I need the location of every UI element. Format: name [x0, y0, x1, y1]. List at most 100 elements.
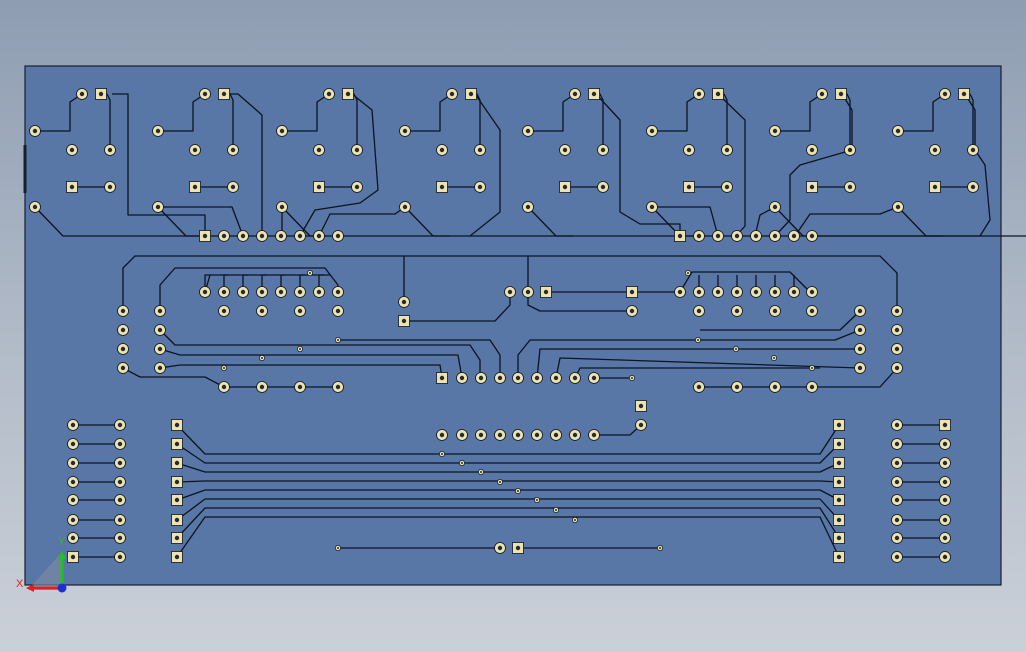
pad-drill [221, 289, 227, 295]
pad-drill [894, 365, 900, 371]
pad-drill [155, 204, 161, 210]
pad-drill [715, 91, 721, 97]
pad-drill [638, 403, 644, 409]
via-drill [811, 367, 813, 369]
pad-drill [696, 91, 702, 97]
pad-drill [970, 184, 976, 190]
pad-drill [117, 422, 123, 428]
pad-drill [478, 432, 484, 438]
pad-drill [715, 233, 721, 239]
pad-drill [894, 308, 900, 314]
pad-drill [497, 545, 503, 551]
pad-drill [202, 289, 208, 295]
via-drill [536, 499, 538, 501]
pad-drill [117, 517, 123, 523]
pad-drill [297, 308, 303, 314]
trace [775, 93, 823, 132]
pad-drill [326, 91, 332, 97]
pad-drill [221, 308, 227, 314]
pad-drill [70, 497, 76, 503]
pad-drill [591, 91, 597, 97]
pad-drill [157, 365, 163, 371]
pad-drill [117, 554, 123, 560]
pad-drill [677, 289, 683, 295]
pad-drill [734, 308, 740, 314]
pad-drill [942, 479, 948, 485]
pad-drill [894, 535, 900, 541]
trace [699, 367, 898, 388]
pad-drill [942, 517, 948, 523]
pad-drill [402, 204, 408, 210]
trace [595, 93, 681, 236]
pad-drill [686, 184, 692, 190]
pad-drill [734, 233, 740, 239]
pad-drill [591, 375, 597, 381]
pad-drill [791, 289, 797, 295]
pad-drill [894, 554, 900, 560]
pad-drill [259, 233, 265, 239]
trace [774, 93, 853, 237]
pad-drill [847, 184, 853, 190]
pad-drill [70, 422, 76, 428]
pad-drill [562, 147, 568, 153]
pad-drill [942, 441, 948, 447]
trace [204, 274, 330, 293]
trace [536, 348, 860, 379]
pad-drill [819, 91, 825, 97]
via-drill [261, 357, 263, 359]
trace [112, 93, 206, 236]
pad-drill [297, 289, 303, 295]
pad-drill [70, 479, 76, 485]
pad-drill [894, 460, 900, 466]
via-drill [555, 509, 557, 511]
pad-drill [809, 308, 815, 314]
pad-drill [525, 289, 531, 295]
pad-drill [297, 384, 303, 390]
trace [528, 93, 576, 132]
pad-drill [69, 184, 75, 190]
pad-drill [772, 289, 778, 295]
pad-drill [772, 308, 778, 314]
pad-drill [120, 365, 126, 371]
trace [122, 255, 898, 310]
pad-drill [724, 147, 730, 153]
trace [404, 292, 511, 322]
pad-drill [497, 432, 503, 438]
pad-drill [477, 184, 483, 190]
trace [158, 93, 206, 132]
via-drill [480, 471, 482, 473]
pad-drill [838, 91, 844, 97]
trace [158, 206, 244, 237]
pad-drill [401, 299, 407, 305]
pad-drill [174, 441, 180, 447]
pad-drill [515, 545, 521, 551]
pad-drill [895, 204, 901, 210]
pad-drill [202, 233, 208, 239]
triad-y-arrow [58, 551, 66, 559]
pad-drill [894, 479, 900, 485]
pad-drill [932, 184, 938, 190]
trace [299, 93, 379, 237]
pad-drill [600, 147, 606, 153]
pad-drill [836, 460, 842, 466]
pad-drill [107, 184, 113, 190]
pad-drill [259, 384, 265, 390]
pad-drill [857, 308, 863, 314]
pad-drill [942, 535, 948, 541]
pad-drill [932, 147, 938, 153]
trace [717, 93, 746, 237]
pad-drill [439, 432, 445, 438]
trace [176, 498, 840, 521]
pad-drill [836, 441, 842, 447]
trace [652, 206, 719, 237]
pad-drill [449, 91, 455, 97]
pad-drill [961, 91, 967, 97]
pad-drill [534, 432, 540, 438]
pcb-pads [29, 88, 979, 563]
pad-drill [345, 91, 351, 97]
trace [652, 93, 700, 132]
pad-drill [772, 204, 778, 210]
trace [555, 357, 861, 379]
pad-drill [772, 128, 778, 134]
